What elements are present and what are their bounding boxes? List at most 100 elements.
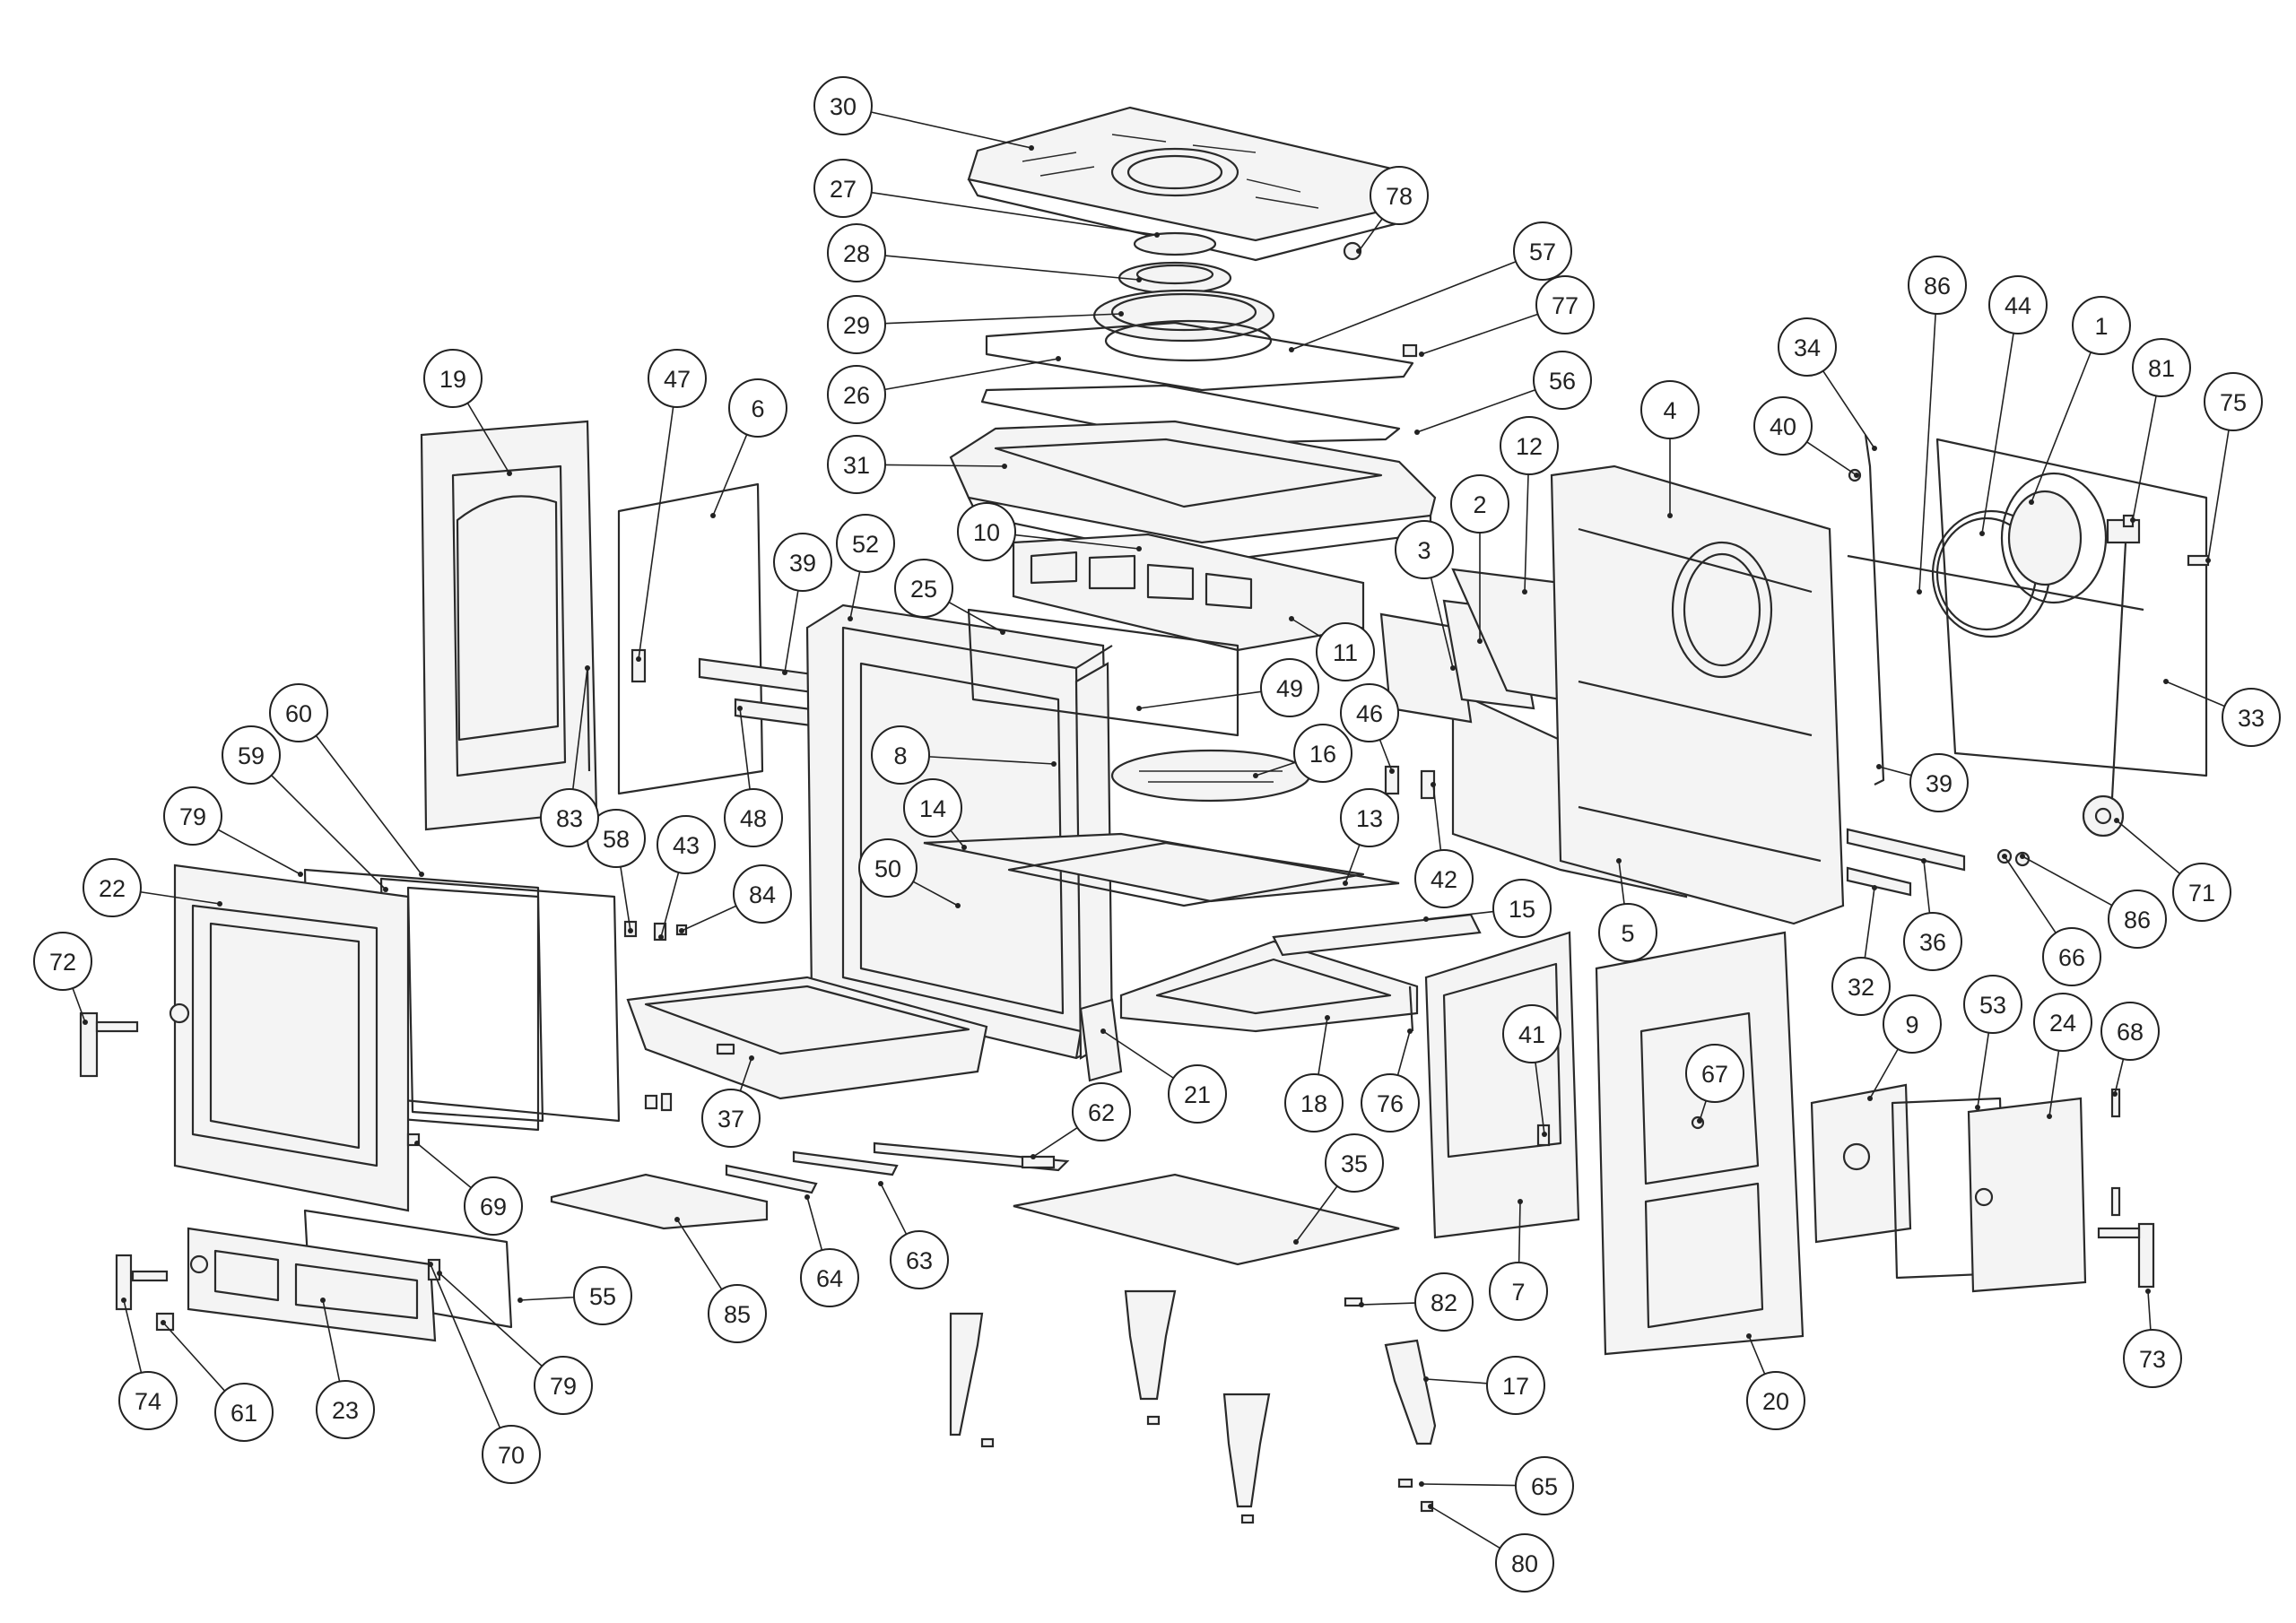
callout-circle [1489,1262,1548,1321]
callout-number: 3 [1417,537,1431,564]
leader-line [1432,784,1442,851]
callout-number: 11 [1333,639,1358,666]
part-flue-coil [1847,490,2144,638]
leader-dot [1293,1239,1299,1245]
callout-55: 55 [517,1266,632,1325]
callout-79: 79 [437,1271,593,1415]
leader-line [572,667,588,790]
leader-dot [2145,1289,2151,1294]
callout-number: 14 [919,795,946,822]
callout-78: 78 [1356,166,1429,254]
part-damper-disc [2082,794,2125,838]
callout-number: 80 [1511,1550,1538,1577]
callout-13: 13 [1340,788,1399,886]
leader-line [1748,1335,1766,1375]
callout-16: 16 [1253,724,1352,783]
callout-number: 10 [973,519,1000,546]
leader-dot [437,1271,442,1276]
callout-5: 5 [1598,858,1657,962]
leader-dot [1542,1132,1547,1137]
callout-number: 70 [498,1442,525,1469]
leader-line [884,358,1059,391]
leader-dot [782,670,787,675]
callout-19: 19 [423,349,512,476]
callout-82: 82 [1359,1272,1474,1332]
callout-circle [1640,380,1700,439]
callout-number: 16 [1309,741,1336,768]
callout-circle [903,778,962,838]
leader-dot [428,1262,433,1267]
callout-number: 41 [1518,1021,1545,1048]
callout-circle [728,378,787,438]
leader-line [315,734,422,875]
leader-dot [1289,347,1294,352]
callout-circle [858,838,918,898]
leader-line [1396,1030,1411,1076]
callout-65: 65 [1419,1456,1574,1515]
leader-line [1524,473,1529,593]
leader-line [620,866,631,932]
leader-dot [1407,1028,1413,1034]
leader-dot [217,901,222,907]
leader-line [880,1183,908,1235]
callout-number: 84 [749,881,776,908]
leader-dot [1002,464,1007,469]
callout-37: 37 [701,1055,761,1148]
leader-dot [1917,589,1922,595]
leader-line [1806,441,1857,476]
callout-number: 67 [1701,1061,1728,1088]
callout-number: 53 [1979,992,2006,1019]
callout-circle [827,365,886,424]
part-legs [949,1289,1437,1508]
callout-number: 37 [718,1106,744,1133]
leader-line [1977,1032,1990,1108]
callout-circle [1361,1073,1420,1133]
callout-68: 68 [2100,1002,2160,1097]
callout-circle [1598,903,1657,962]
callout-81: 81 [2130,338,2191,523]
callout-number: 69 [480,1193,507,1220]
callout-35: 35 [1293,1133,1384,1245]
leader-line [2116,820,2181,874]
callout-71: 71 [2114,818,2231,922]
callout-circle [1316,622,1375,681]
callout-circle [1414,849,1474,908]
callout-11: 11 [1289,616,1375,681]
leader-dot [1522,589,1527,595]
callout-circle [773,533,832,592]
callout-circle [1450,474,1509,534]
callout-79: 79 [163,786,303,877]
callout-number: 75 [2220,389,2247,416]
leader-line [1255,761,1296,777]
part-main-door [169,864,410,1212]
leader-line [912,881,959,907]
leader-line [162,1322,226,1392]
leader-dot [628,928,633,933]
leader-line [1358,218,1383,252]
callout-circle [1395,520,1454,579]
part-tools [725,1141,1070,1194]
callout-86: 86 [2020,854,2167,949]
callout-circle [1513,221,1572,281]
leader-dot [517,1298,523,1303]
callout-number: 39 [789,550,816,577]
part-top-plate [967,106,1401,262]
callout-76: 76 [1361,1028,1420,1133]
callout-number: 40 [1770,413,1796,440]
leader-line [1425,910,1494,920]
callout-36: 36 [1903,858,1962,971]
leader-line [739,1057,752,1091]
callout-number: 24 [2049,1010,2076,1037]
callout-number: 17 [1502,1373,1529,1400]
callout-31: 31 [827,435,1007,494]
part-base-plate [1013,1173,1400,1266]
callout-48: 48 [724,706,783,847]
callout-circle [1340,788,1399,847]
callout-24: 24 [2033,993,2092,1119]
callout-number: 4 [1663,397,1676,424]
part-top-frame [949,420,1437,565]
callout-number: 74 [135,1388,161,1415]
callout-32: 32 [1831,885,1891,1016]
callout-number: 66 [2058,944,2085,971]
callout-circle [2222,688,2281,747]
